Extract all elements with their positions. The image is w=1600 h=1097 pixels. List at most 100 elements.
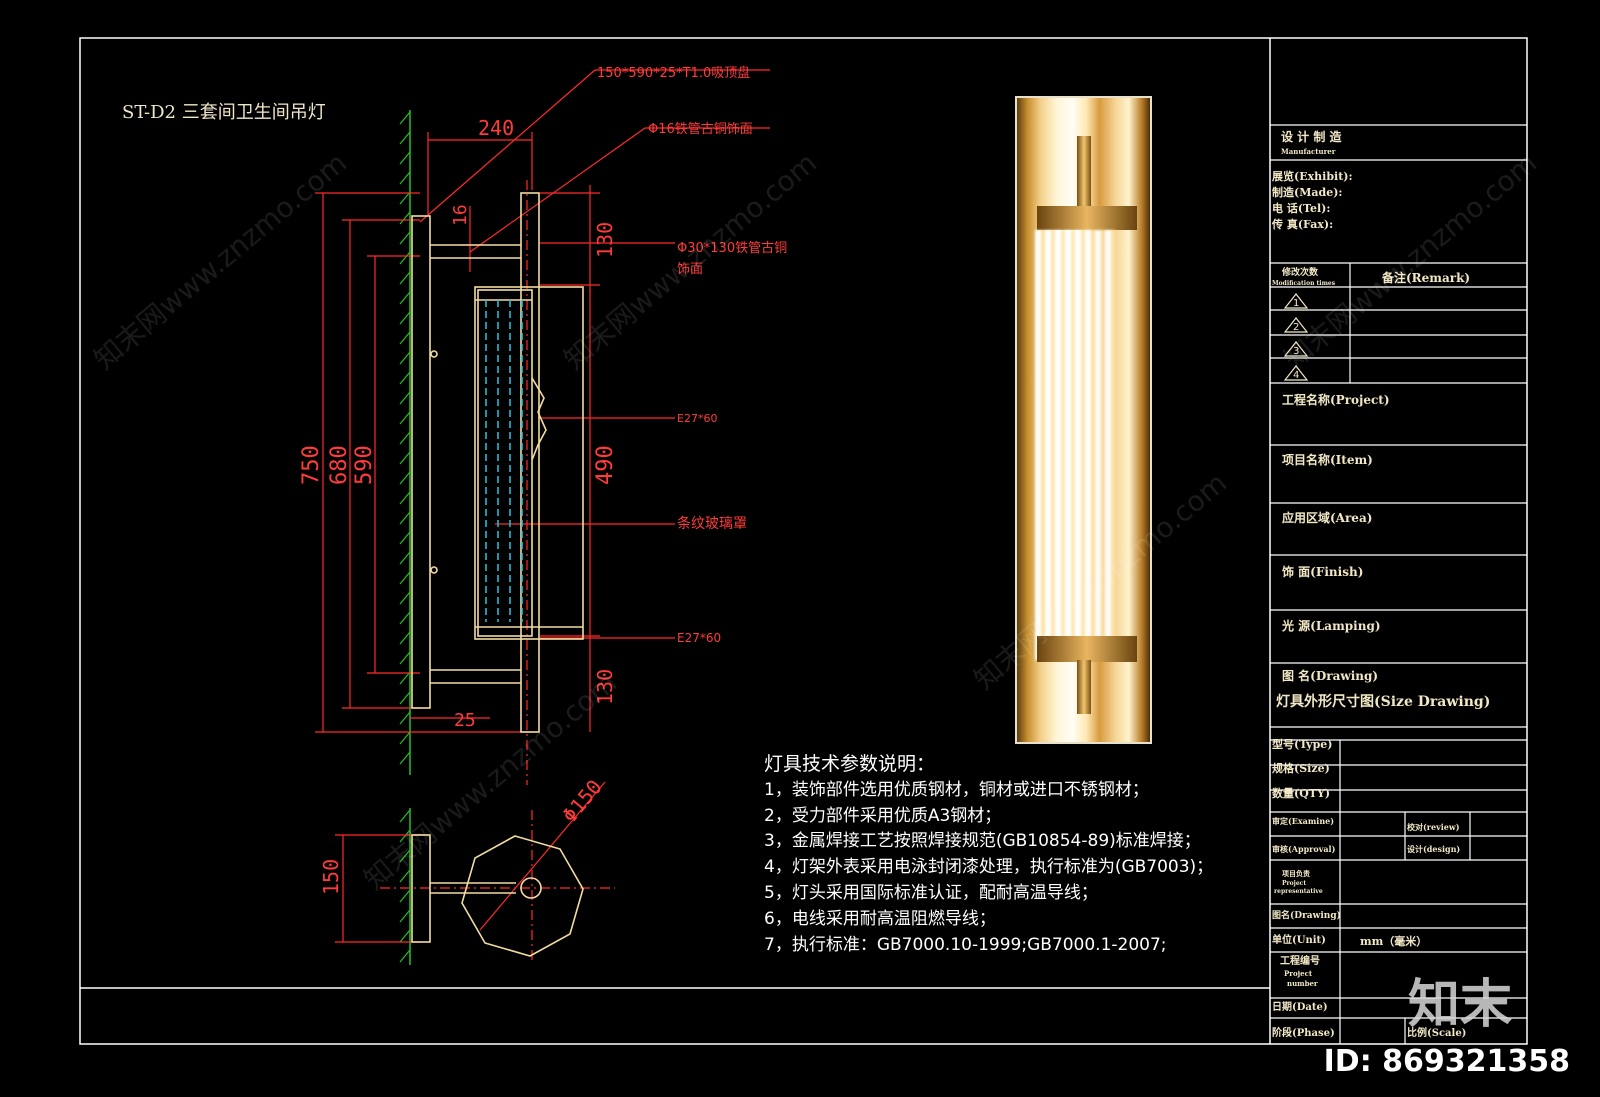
tb-project-no-2: Project (1284, 969, 1313, 978)
tb-manufacturer: Manufacturer (1281, 147, 1336, 156)
wall-hatch-tick (399, 889, 411, 903)
wall-hatch-tick (399, 631, 411, 645)
note-line: 4，灯架外表采用电泳封闭漆处理，执行标准为(GB7003)； (764, 857, 1214, 878)
note-line: 6，电线采用耐高温阻燃导线； (764, 908, 996, 929)
wall-hatch-tick (399, 829, 411, 843)
tb-rev-sub: Modification times (1272, 280, 1336, 287)
wall-hatch-tick (399, 371, 411, 385)
dim-750: 750 (299, 445, 324, 485)
wall-hatch-tick (399, 809, 411, 823)
lamp-photo-rod (1077, 136, 1091, 206)
dimension-labels: 240 16 130 750 680 590 490 130 25 150 Φ1… (299, 116, 618, 895)
tb-unit-value: mm（毫米） (1360, 934, 1427, 948)
tb-design: 设计(design) (1407, 844, 1460, 854)
wall-hatch-ticks (399, 111, 411, 963)
revision-marks (1283, 293, 1309, 381)
tb-unit: 单位(Unit) (1272, 933, 1326, 946)
wall-hatch-tick (399, 949, 411, 963)
dim-25: 25 (454, 710, 476, 731)
callout-e27-top: E27*60 (677, 412, 717, 425)
lamp-side-view (411, 192, 584, 733)
wall-hatch-tick (399, 131, 411, 145)
callout-glass: 条纹玻璃罩 (677, 515, 747, 532)
drawing-title: ST-D2 三套间卫生间吊灯 (122, 102, 326, 123)
wall-hatch-tick (399, 251, 411, 265)
tb-rev-head: 修改次数 (1281, 266, 1319, 278)
tb-finish: 饰 面(Finish) (1282, 564, 1363, 579)
note-line: 3，金属焊接工艺按照焊接规范(GB10854-89)标准焊接； (764, 831, 1201, 852)
dim-130-bottom: 130 (593, 669, 617, 705)
wall-hatch-tick (399, 111, 411, 125)
wall-hatch-tick (399, 909, 411, 923)
wall-hatch-tick (399, 171, 411, 185)
tb-check: 校对(review) (1407, 822, 1460, 832)
tb-fax: 传 真(Fax): (1271, 217, 1333, 231)
tb-drawing-value: 灯具外形尺寸图(Size Drawing) (1276, 693, 1490, 710)
note-line: 1，装饰部件选用优质钢材，铜材或进口不锈钢材； (764, 779, 1149, 800)
rev-mark-3: 3 (1293, 346, 1299, 357)
tb-drawing-no: 图名(Drawing) (1272, 909, 1341, 921)
wall-hatch-tick (399, 351, 411, 365)
dim-16: 16 (450, 204, 471, 226)
tb-remark: 备注(Remark) (1381, 270, 1470, 285)
wall-hatch-tick (399, 611, 411, 625)
dim-590: 590 (352, 445, 377, 485)
wall-hatch-tick (399, 869, 411, 883)
dim-680: 680 (327, 445, 352, 485)
lamp-photo-foot (1077, 660, 1091, 714)
wall-hatch-tick (399, 671, 411, 685)
lamp-product-photo (1015, 96, 1152, 744)
dim-490: 490 (593, 445, 618, 485)
lamp-photo-top-cap (1037, 206, 1137, 230)
titleblock-text: 设 计 制 造 Manufacturer 展览(Exhibit): 制造(Mad… (1271, 129, 1490, 1039)
wall-hatch-tick (399, 291, 411, 305)
revision-mark-numbers: 1 2 3 4 (1293, 298, 1299, 381)
tb-examine: 审定(Examine) (1272, 816, 1334, 826)
tb-qty: 数量(QTY) (1272, 786, 1330, 800)
wall-hatch-tick (399, 751, 411, 765)
wall-hatch-tick (399, 691, 411, 705)
lamp-photo-bottom-cap (1037, 636, 1137, 662)
tb-type: 型号(Type) (1272, 737, 1332, 751)
wall-hatch-tick (399, 431, 411, 445)
lamp-photo-glass-glow (1035, 230, 1115, 660)
tb-project-no-1: 工程编号 (1280, 954, 1320, 967)
dimension-lines (315, 69, 770, 960)
wall-hatch-tick (399, 391, 411, 405)
tb-project-no-3: number (1287, 979, 1318, 988)
dim-150: 150 (319, 859, 343, 895)
tb-area: 应用区域(Area) (1282, 510, 1372, 525)
callout-labels: 150*590*25*T1.0吸顶盘 Φ16铁管古铜饰面 Φ30*130铁管古铜… (597, 65, 787, 645)
tb-project-rep-3: representative (1274, 888, 1323, 895)
tb-scale: 比例(Scale) (1407, 1026, 1466, 1039)
tb-approval: 审核(Approval) (1272, 844, 1336, 854)
callout-ceiling-plate: 150*590*25*T1.0吸顶盘 (597, 65, 750, 81)
tb-drawing-name: 图 名(Drawing) (1282, 668, 1378, 683)
tb-project-rep-2: Project (1282, 880, 1306, 887)
callout-e27-bottom: E27*60 (677, 631, 721, 645)
wall-hatch-tick (399, 551, 411, 565)
wall-hatch-tick (399, 571, 411, 585)
callout-pipe-decor-2: 饰面 (677, 262, 703, 277)
titleblock-grid (1270, 124, 1527, 1019)
tb-tel: 电 话(Tel): (1272, 201, 1330, 215)
notes-title: 灯具技术参数说明： (764, 753, 936, 775)
callout-pipe-decor-1: Φ30*130铁管古铜 (677, 241, 787, 256)
note-line: 5，灯头采用国际标准认证，配耐高温导线； (764, 882, 1098, 903)
wall-hatch-tick (399, 231, 411, 245)
image-id: ID: 869321358 (1323, 1044, 1570, 1079)
wall-hatch-tick (399, 849, 411, 863)
wall-hatch-tick (399, 711, 411, 725)
brand-logo: 知末 (1408, 975, 1513, 1035)
tb-size: 规格(Size) (1272, 761, 1330, 775)
rev-mark-1: 1 (1293, 298, 1299, 309)
tb-item: 项目名称(Item) (1282, 452, 1373, 467)
dim-240: 240 (478, 116, 514, 140)
tb-exhibit: 展览(Exhibit): (1271, 169, 1353, 183)
wall-hatch-tick (399, 331, 411, 345)
wall-hatch-tick (399, 271, 411, 285)
wall-hatch-tick (399, 191, 411, 205)
tb-project-rep-1: 项目负责 (1282, 869, 1310, 878)
tb-lamping: 光 源(Lamping) (1281, 618, 1381, 633)
